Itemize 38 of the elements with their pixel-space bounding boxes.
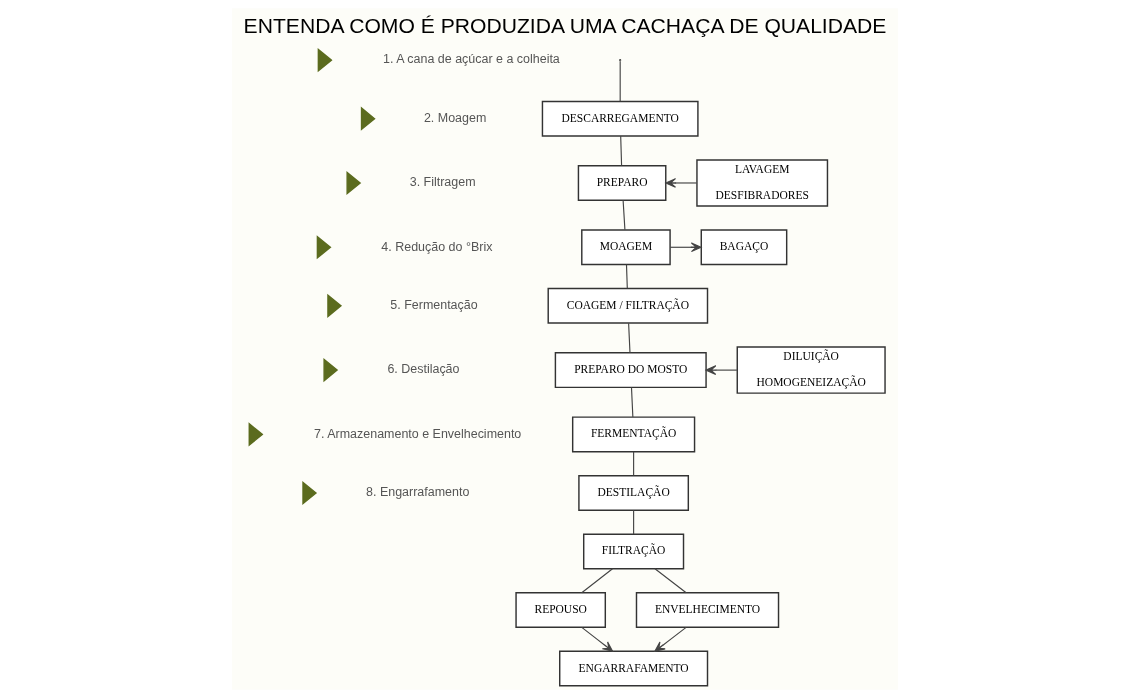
node-box: FERMENTAÇÃO [571,416,695,453]
diagram-title: ENTENDA COMO É PRODUZIDA UMA CACHAÇA DE QUALIDADE [243,13,886,37]
node-box: DILUIÇÃO HOMOGENEIZAÇÃO [736,346,886,394]
label: 3. Filtragem [409,175,476,190]
node-box: FILTRAÇÃO [582,533,684,570]
connector [653,568,687,594]
label: 4. Redução do °Brix [380,239,492,254]
label: 5. Fermentação [389,298,478,313]
connector [625,264,628,289]
label: 6. Destilação [386,362,459,377]
node-box: PREPARO [577,165,666,201]
node-box: MOAGEM [580,229,671,266]
node-box: BAGAÇO [700,229,787,266]
connector [622,199,625,231]
node-box: PREPARO DO MOSTO [554,352,707,389]
arrow [669,242,702,253]
node-box: DESTILAÇÃO [577,474,689,511]
connector [580,568,613,594]
node-box: ENGARRAFAMENTO [558,650,708,687]
connector [627,322,631,354]
connector [632,451,634,477]
node-box: REPOUSO [514,592,606,628]
label: 2. Moagem [423,110,486,125]
label: 7. Armazenamento e Envelhecimento [313,426,521,441]
label: 8. Engarrafamento [365,485,469,500]
label: 1. A cana de açúcar e a colheita [382,52,560,67]
arrow [580,626,613,652]
arrow [664,178,697,188]
node-box: LAVAGEM DESFIBRADORES [695,159,828,207]
arrow [653,626,687,652]
connector [632,509,634,535]
connector [619,135,622,167]
connector [619,60,621,102]
node-box: ENVELHECIMENTO [635,592,779,628]
node-box: COAGEM / FILTRAÇÃO [547,287,708,324]
node-box: DESCARREGAMENTO [541,100,699,137]
arrow [705,365,737,375]
connector [630,386,633,418]
